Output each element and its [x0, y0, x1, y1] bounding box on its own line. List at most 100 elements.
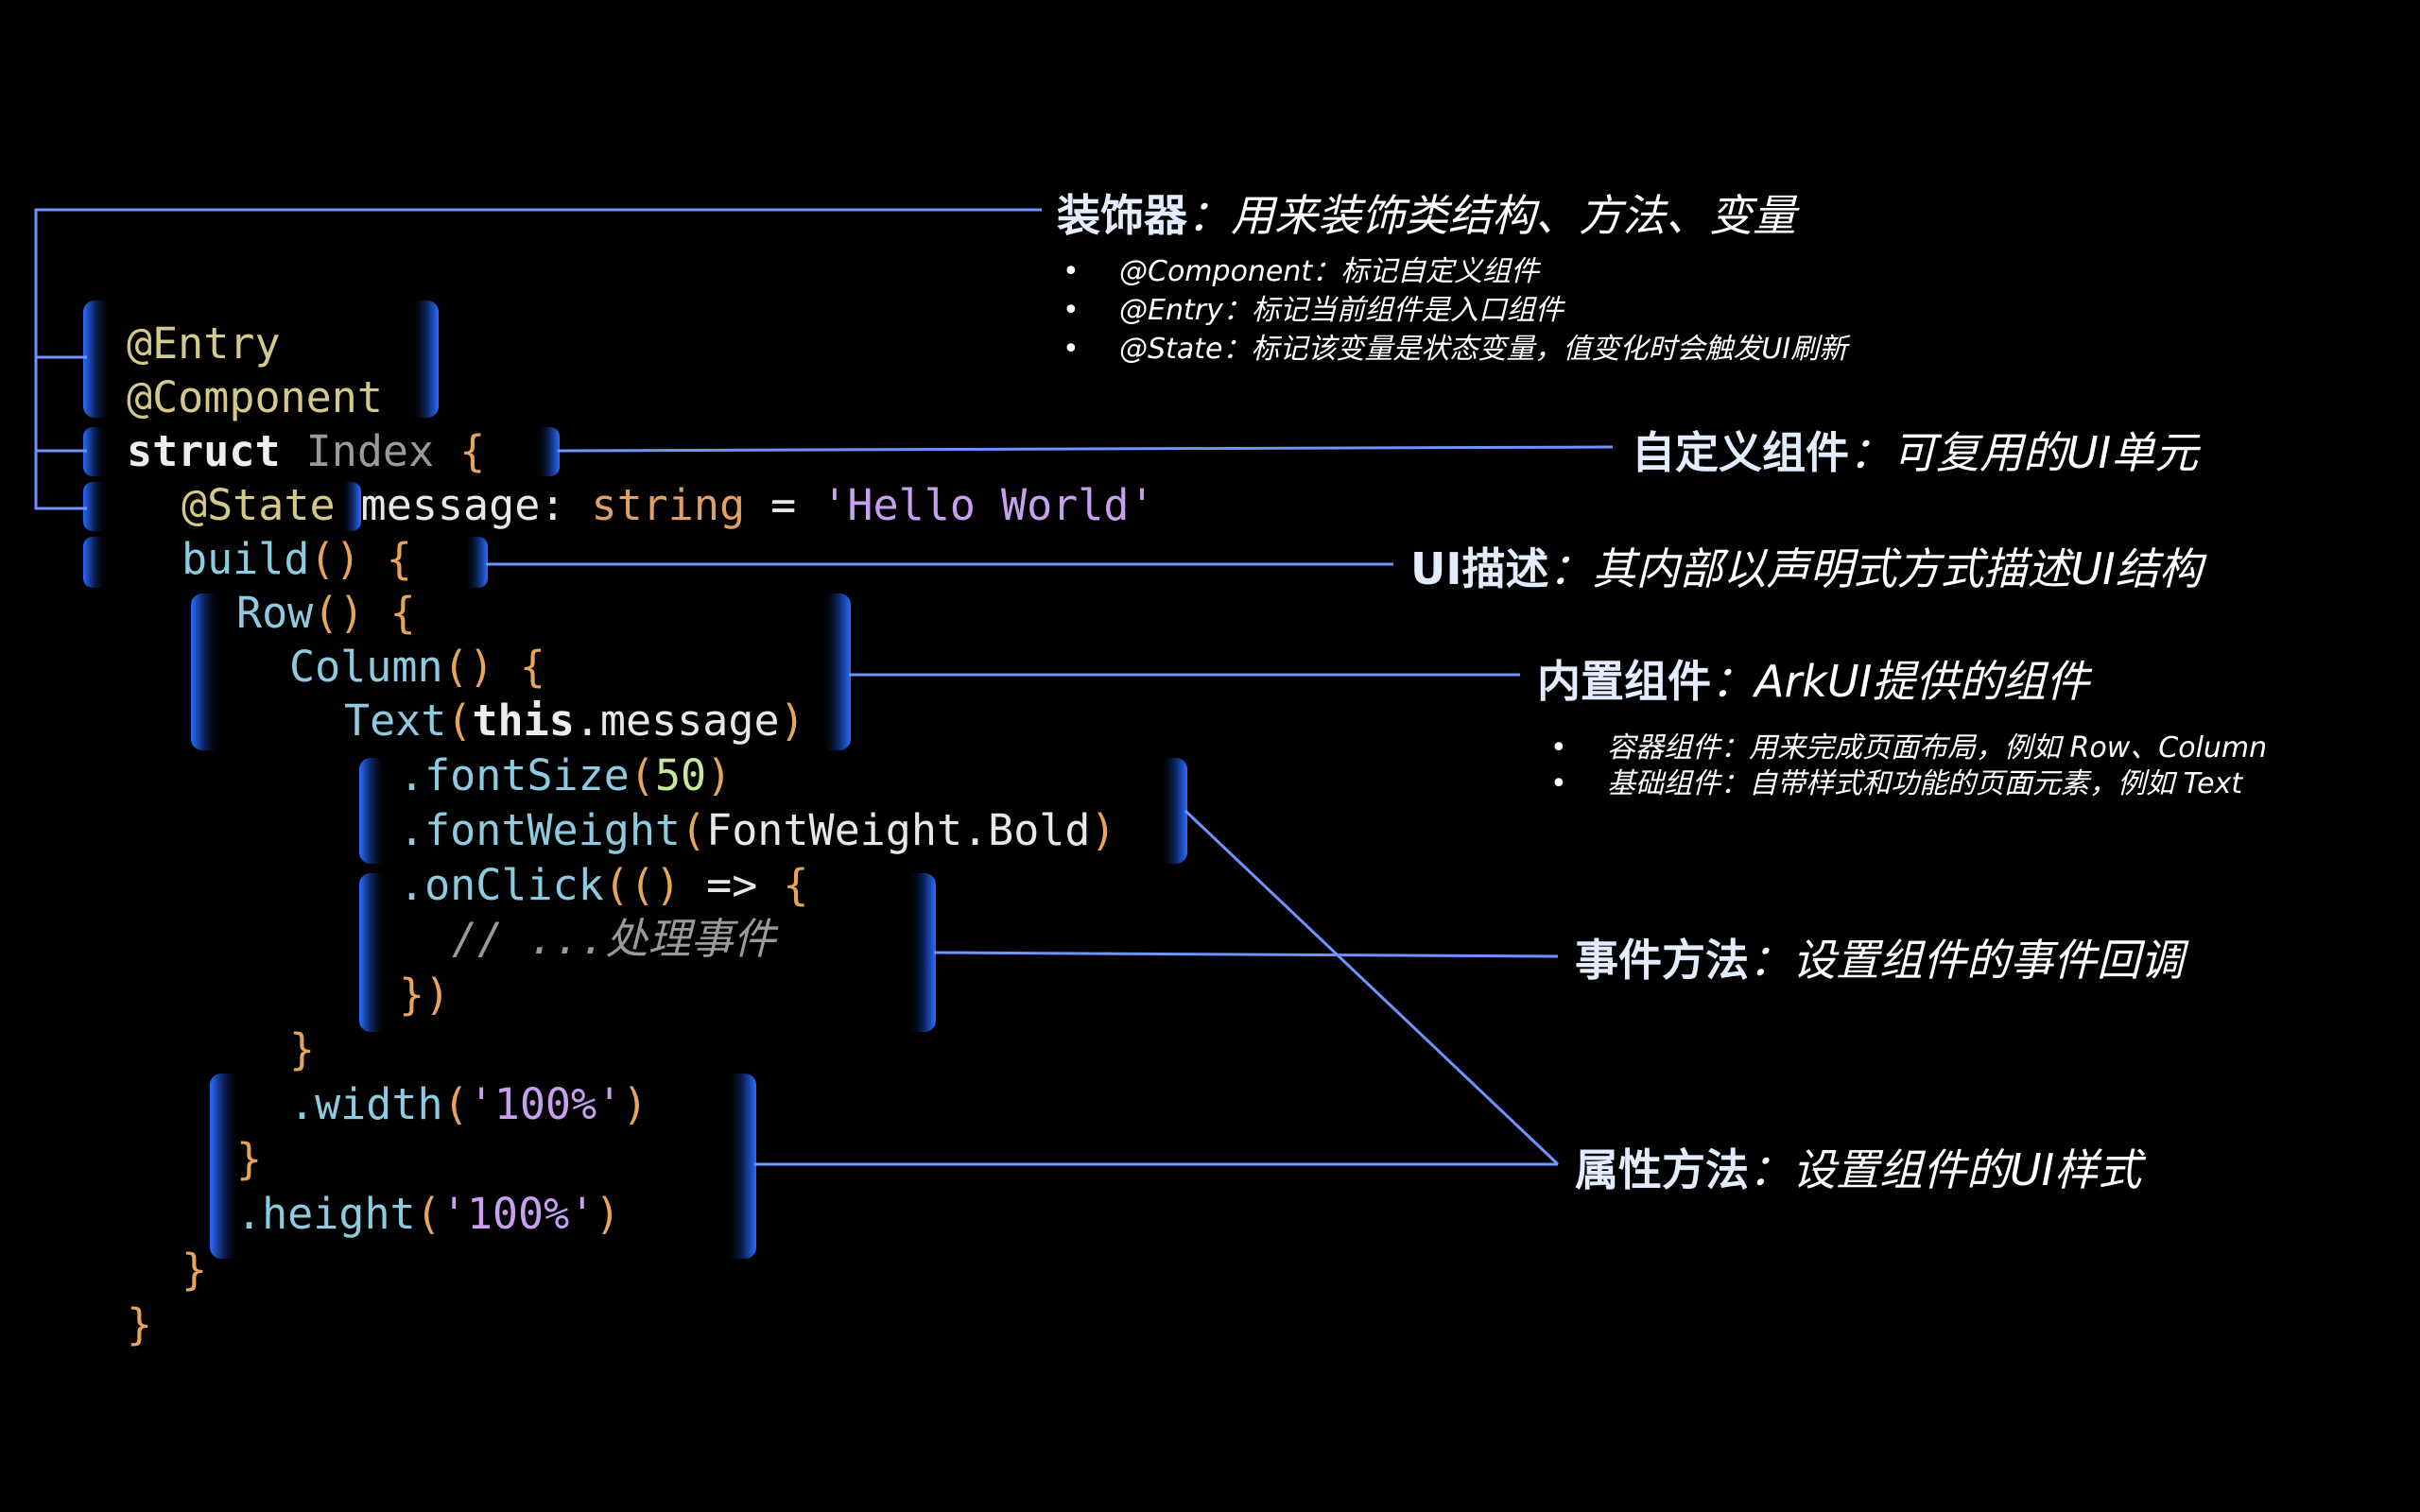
entry-decorator: @Entry — [127, 318, 281, 369]
attribute-method-annotation: 属性方法：设置组件的UI样式 — [1575, 1136, 2141, 1198]
decorator-desc: ：用来装饰类结构、方法、变量 — [1187, 190, 1796, 241]
row-open-brace: { — [389, 588, 416, 638]
fontweight-close-paren: ) — [1090, 805, 1116, 855]
connector-lines — [34, 208, 1614, 1166]
bracket-builtin — [191, 593, 851, 750]
struct-keyword: struct — [127, 426, 281, 476]
column-open-brace: { — [519, 642, 545, 692]
text-close-paren: ) — [779, 696, 805, 746]
event-method-title: 事件方法 — [1575, 935, 1749, 986]
onclick-open-parens: (( — [603, 860, 655, 910]
onclick-close: }) — [399, 970, 451, 1020]
column-component: Column — [289, 642, 443, 692]
code-line-1: @Entry — [127, 318, 281, 370]
struct-name: Index — [305, 426, 435, 476]
builtin-bullet-2: •基础组件：自带样式和功能的页面元素，例如 Text — [1550, 767, 2243, 800]
fontweight-open-paren: ( — [681, 805, 707, 855]
build-parens: () — [309, 534, 361, 584]
height-value: '100%' — [441, 1189, 596, 1239]
column-parens: () — [442, 642, 494, 692]
code-line-17: .height('100%') — [236, 1188, 620, 1241]
code-line-15: .width('100%') — [289, 1078, 648, 1131]
builtin-bullet-1: •容器组件：用来完成页面布局，例如 Row、Column — [1550, 731, 2268, 765]
build-method: build — [182, 534, 310, 584]
bracket-onclick — [359, 873, 936, 1032]
decorator-annotation: 装饰器：用来装饰类结构、方法、变量 — [1057, 181, 1796, 244]
ui-description-annotation: UI描述：其内部以声明式方式描述UI结构 — [1410, 535, 2203, 597]
custom-component-title: 自定义组件 — [1632, 427, 1849, 478]
code-line-5: build() { — [182, 533, 412, 586]
width-close-paren: ) — [622, 1079, 648, 1129]
bracket-struct — [83, 427, 560, 476]
code-line-11: .onClick(() => { — [399, 859, 809, 912]
builtin-component-annotation: 内置组件：ArkUI提供的组件 — [1537, 647, 2089, 710]
text-open-paren: ( — [446, 696, 473, 746]
onclick-open-brace: { — [783, 860, 809, 910]
width-value: '100%' — [468, 1079, 623, 1129]
this-keyword: this — [472, 696, 575, 746]
event-method-desc: ：设置组件的事件回调 — [1749, 935, 2184, 986]
code-line-9: .fontSize(50) — [399, 749, 732, 802]
connector-custom — [557, 445, 1614, 453]
attribute-method-title: 属性方法 — [1575, 1144, 1749, 1195]
bracket-build — [83, 537, 488, 588]
row-parens: () — [313, 588, 365, 638]
width-open-paren: ( — [442, 1079, 469, 1129]
code-line-6: Row() { — [236, 587, 416, 640]
ui-description-desc: ：其内部以声明式方式描述UI结构 — [1548, 543, 2203, 594]
fontsize-close-paren: ) — [706, 750, 733, 800]
width-method: .width — [289, 1079, 443, 1129]
message-property: message: — [360, 480, 566, 530]
builtin-component-desc: ：ArkUI提供的组件 — [1711, 656, 2090, 707]
fontweight-value: FontWeight.Bold — [706, 805, 1091, 855]
text-component: Text — [344, 696, 447, 746]
connector-event — [933, 951, 1559, 958]
attribute-method-desc: ：设置组件的UI样式 — [1749, 1144, 2142, 1195]
row-close-brace: } — [236, 1134, 263, 1184]
code-line-19: } — [127, 1298, 152, 1351]
code-line-7: Column() { — [289, 641, 545, 694]
bracket-entry-component — [83, 301, 439, 418]
code-line-14: } — [289, 1023, 315, 1076]
code-line-2: @Component — [127, 371, 383, 424]
onclick-method: .onClick — [399, 860, 604, 910]
struct-open-brace: { — [459, 426, 486, 476]
code-line-16: } — [236, 1133, 262, 1186]
arrow-operator: => — [706, 860, 758, 910]
hello-world-string: 'Hello World' — [821, 480, 1155, 530]
fontweight-method: .fontWeight — [399, 805, 682, 855]
struct-close-brace: } — [127, 1299, 153, 1349]
height-close-paren: ) — [595, 1189, 621, 1239]
height-open-paren: ( — [415, 1189, 441, 1239]
code-line-18: } — [182, 1244, 207, 1297]
code-line-12: // ...处理事件 — [452, 913, 776, 966]
build-open-brace: { — [386, 534, 412, 584]
equals-sign: = — [770, 480, 797, 530]
decorator-bullet-1: •@Component：标记自定义组件 — [1063, 255, 1540, 288]
connector-decorator — [34, 208, 1042, 510]
connector-attr-diag — [1184, 809, 1560, 1166]
height-method: .height — [236, 1189, 416, 1239]
code-line-4: @State message: string = 'Hello World' — [182, 479, 1155, 532]
column-close-brace: } — [289, 1024, 316, 1074]
decorator-bullet-3: •@State：标记该变量是状态变量，值变化时会触发UI刷新 — [1063, 333, 1848, 366]
component-decorator: @Component — [127, 372, 383, 422]
onclick-arg-close: ) — [654, 860, 682, 910]
message-reference: .message — [574, 696, 780, 746]
decorator-bullet-2: •@Entry：标记当前组件是入口组件 — [1063, 294, 1564, 327]
event-method-annotation: 事件方法：设置组件的事件回调 — [1575, 926, 2184, 988]
fontsize-value: 50 — [654, 750, 707, 800]
string-type: string — [591, 480, 746, 530]
fontsize-method: .fontSize — [399, 750, 630, 800]
ui-description-title: UI描述 — [1410, 543, 1549, 594]
code-line-13: }) — [399, 969, 450, 1022]
state-decorator: @State — [182, 480, 336, 530]
code-line-8: Text(this.message) — [344, 695, 805, 747]
custom-component-desc: ：可复用的UI单元 — [1849, 427, 2199, 478]
bracket-state — [83, 482, 361, 531]
code-line-10: .fontWeight(FontWeight.Bold) — [399, 804, 1116, 857]
decorator-title: 装饰器 — [1057, 190, 1187, 241]
build-close-brace: } — [182, 1245, 208, 1295]
